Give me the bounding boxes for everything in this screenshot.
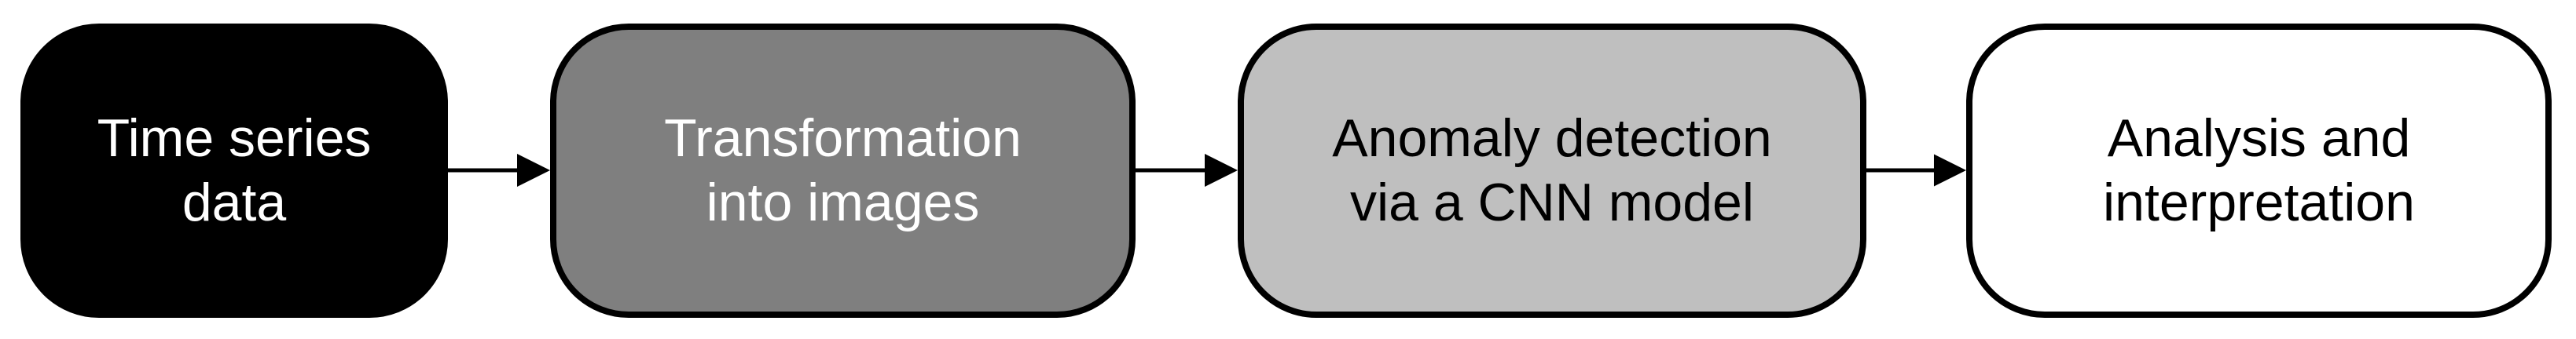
node-time-series-data: Time series data — [20, 24, 448, 318]
node-label-line: Time series — [97, 108, 372, 168]
node-label-line: via a CNN model — [1350, 172, 1754, 232]
node-anomaly-detection-cnn: Anomaly detection via a CNN model — [1238, 24, 1866, 318]
right-arrow-connector — [1136, 154, 1238, 187]
node-label-line: Anomaly detection — [1332, 108, 1772, 168]
node-label-line: Analysis and — [2107, 108, 2411, 168]
node-transformation-into-images: Transformation into images — [550, 24, 1136, 318]
node-label-line: data — [182, 172, 287, 232]
node-label-line: Transformation — [664, 108, 1022, 168]
node-analysis-interpretation: Analysis and interpretation — [1966, 24, 2552, 318]
node-label-line: into images — [706, 172, 980, 232]
right-arrow-connector — [1866, 154, 1966, 187]
right-arrow-connector — [448, 154, 550, 187]
node-label-line: interpretation — [2103, 172, 2415, 232]
